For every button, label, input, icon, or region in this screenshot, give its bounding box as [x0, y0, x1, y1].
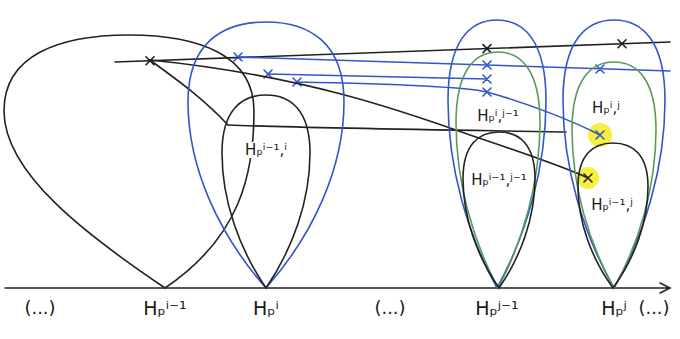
- teardrop-path: [572, 62, 656, 288]
- teardrop-path: [456, 52, 540, 288]
- region-label: Hₚⁱ,ʲ⁻¹: [475, 108, 521, 125]
- teardrop-region: HₚⁱHₚⁱ⁻¹,ⁱ: [188, 22, 344, 288]
- teardrop-region: HₚʲHₚⁱ,ʲHₚⁱ⁻¹,ʲ: [563, 20, 665, 288]
- region-label: Hₚⁱ⁻¹,ʲ: [589, 197, 635, 214]
- teardrop-region: Hₚⁱ⁻¹,ʲ⁻¹: [463, 132, 535, 288]
- teardrop-outline: [222, 95, 310, 288]
- ellipsis-label: (...): [372, 298, 407, 318]
- teardrop-path: [563, 20, 665, 288]
- curve: [150, 60, 588, 178]
- teardrop-path: [4, 35, 254, 288]
- line: [115, 42, 670, 62]
- region-label: Hₚⁱ⁻¹,ⁱ: [243, 142, 289, 159]
- region-label: Hₚⁱ⁻¹,ʲ⁻¹: [469, 172, 529, 189]
- teardrop-outline: [578, 143, 648, 288]
- teardrop-path: [188, 22, 344, 288]
- region-label: Hₚʲ⁻¹: [473, 298, 520, 319]
- region-label: Hₚⁱ⁻¹: [141, 298, 188, 319]
- teardrop-path: [463, 132, 535, 288]
- teardrop-region: Hₚⁱ⁻¹,ⁱ: [222, 95, 310, 288]
- region-label: Hₚʲ: [599, 298, 629, 319]
- cross-mark: [584, 174, 592, 182]
- teardrop-region: Hₚʲ⁻¹Hₚⁱ,ʲ⁻¹Hₚⁱ⁻¹,ʲ⁻¹: [448, 20, 546, 288]
- teardrop-path: [222, 95, 310, 288]
- teardrop-region: Hₚⁱ,ʲ⁻¹ Hₚⁱ⁻¹,ʲ⁻¹: [456, 52, 540, 288]
- cross-mark: [234, 53, 604, 73]
- teardrop-outline: [563, 20, 665, 288]
- ellipsis-label: (...): [22, 298, 57, 318]
- line: [228, 125, 566, 132]
- region-label: Hₚⁱ,ʲ: [590, 100, 622, 117]
- ellipsis-label: (...): [636, 298, 671, 318]
- region-label: Hₚⁱ: [251, 298, 281, 319]
- teardrop-outline: [463, 132, 535, 288]
- teardrop-region: Hₚⁱ⁻¹: [4, 35, 254, 288]
- teardrop-path: [448, 20, 546, 288]
- teardrop-region: Hₚⁱ⁻¹,ʲ: [578, 143, 648, 288]
- teardrop-region: Hₚⁱ,ʲHₚⁱ⁻¹,ʲ: [572, 62, 656, 288]
- teardrop-outline: [456, 52, 540, 288]
- line: [238, 57, 670, 71]
- teardrop-outline: [4, 35, 254, 288]
- teardrop-path: [578, 143, 648, 288]
- teardrop-outline: [572, 62, 656, 288]
- axis: [5, 283, 670, 293]
